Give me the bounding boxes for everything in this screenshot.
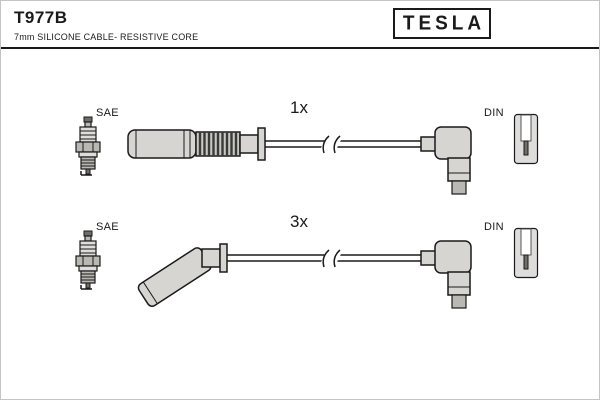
sae-label: SAE xyxy=(96,107,119,119)
straight-cable-assembly-icon xyxy=(127,126,472,195)
part-number: T977B xyxy=(14,8,68,27)
tesla-logo: TESLA xyxy=(393,8,491,39)
quantity-label: 1x xyxy=(290,98,308,117)
spark-plug-icon xyxy=(75,230,101,290)
din-label: DIN xyxy=(484,221,504,233)
header-divider xyxy=(1,47,599,49)
quantity-label: 3x xyxy=(290,212,308,231)
cable-spec-subtitle: 7mm SILICONE CABLE- RESISTIVE CORE xyxy=(14,32,199,42)
din-socket-icon xyxy=(513,113,539,165)
spark-plug-icon xyxy=(75,116,101,176)
din-label: DIN xyxy=(484,107,504,119)
angled-cable-assembly-icon xyxy=(137,240,472,309)
din-socket-icon xyxy=(513,227,539,279)
tesla-logo-text: TESLA xyxy=(402,11,486,34)
sae-label: SAE xyxy=(96,221,119,233)
